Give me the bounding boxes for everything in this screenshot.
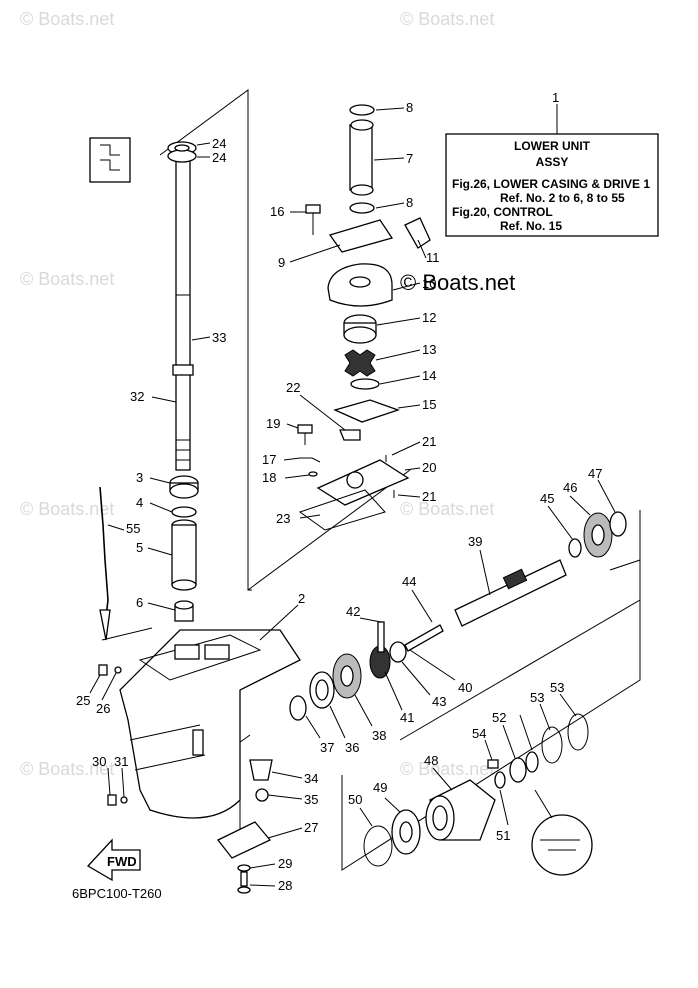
center-watermark: © Boats.net — [400, 270, 515, 295]
callout-17: 17 — [262, 452, 276, 467]
callout-30: 30 — [92, 754, 106, 769]
callout-12: 12 — [422, 310, 436, 325]
callout-38: 38 — [372, 728, 386, 743]
callout-42: 42 — [346, 604, 360, 619]
callout-43: 43 — [432, 694, 446, 709]
callout-34: 34 — [304, 771, 318, 786]
callout-15: 15 — [422, 397, 436, 412]
callout-13: 13 — [422, 342, 436, 357]
callout-labels: 8 7 8 16 9 11 10 12 13 14 15 22 19 17 18… — [76, 100, 602, 893]
callout-33: 33 — [212, 330, 226, 345]
upper-pump-parts — [305, 204, 431, 253]
propeller-shaft — [404, 559, 567, 652]
callout-40: 40 — [458, 680, 472, 695]
watermark-5: © Boats.net — [400, 499, 494, 519]
callout-52a: 52 — [492, 710, 506, 725]
watermark-7: © Boats.net — [400, 759, 494, 779]
info-box-line1: Fig.26, LOWER CASING & DRIVE 1 — [452, 177, 650, 191]
info-box-subtitle: ASSY — [536, 155, 569, 169]
callout-53a: 53 — [530, 690, 544, 705]
drive-shaft — [172, 159, 194, 471]
drain-plugs — [98, 664, 128, 806]
gear-train — [289, 621, 407, 721]
callout-21a: 21 — [422, 434, 436, 449]
callout-24b: 24 — [212, 150, 226, 165]
outer-plate — [298, 455, 410, 531]
callout-29: 29 — [278, 856, 292, 871]
callout-18: 18 — [262, 470, 276, 485]
fwd-label: FWD — [107, 854, 137, 869]
shaft-bearings — [169, 475, 199, 622]
callout-37: 37 — [320, 740, 334, 755]
forward-gear — [568, 511, 627, 558]
callout-25: 25 — [76, 693, 90, 708]
callout-55: 55 — [126, 521, 140, 536]
callout-45: 45 — [540, 491, 554, 506]
callout-27: 27 — [304, 820, 318, 835]
callout-53b: 53 — [550, 680, 564, 695]
watermark-3: © Boats.net — [20, 269, 114, 289]
callout-47: 47 — [588, 466, 602, 481]
callout-5: 5 — [136, 540, 143, 555]
watermarks: © Boats.net © Boats.net © Boats.net © Bo… — [20, 9, 515, 779]
callout-50: 50 — [348, 792, 362, 807]
watermark-4: © Boats.net — [20, 499, 114, 519]
callout-21b: 21 — [422, 489, 436, 504]
callout-41: 41 — [400, 710, 414, 725]
callout-11: 11 — [426, 250, 440, 265]
watermark-6: © Boats.net — [20, 759, 114, 779]
callout-49: 49 — [373, 780, 387, 795]
anode — [216, 821, 272, 894]
info-box-line3: Fig.20, CONTROL — [452, 205, 553, 219]
pinion — [249, 759, 273, 802]
callout-10: 10 — [422, 276, 436, 291]
callout-35: 35 — [304, 792, 318, 807]
watermark-2: © Boats.net — [400, 9, 494, 29]
callout-14: 14 — [422, 368, 436, 383]
callout-4: 4 — [136, 495, 143, 510]
callout-36: 36 — [345, 740, 359, 755]
callout-9: 9 — [278, 255, 285, 270]
callout-31: 31 — [114, 754, 128, 769]
info-box-title: LOWER UNIT — [514, 139, 591, 153]
shift-rod — [99, 486, 111, 641]
info-box-ref: 1 — [552, 90, 559, 105]
callout-6: 6 — [136, 595, 143, 610]
callout-7: 7 — [406, 151, 413, 166]
water-pump — [327, 263, 400, 441]
callout-19: 19 — [266, 416, 280, 431]
callout-20: 20 — [422, 460, 436, 475]
callout-39: 39 — [468, 534, 482, 549]
fwd-arrow: FWD — [86, 838, 141, 882]
callout-23: 23 — [276, 511, 290, 526]
seal-24 — [89, 137, 197, 183]
callout-28: 28 — [278, 878, 292, 893]
callout-51: 51 — [496, 828, 510, 843]
callout-26: 26 — [96, 701, 110, 716]
leader-lines — [89, 107, 616, 887]
watermark-1: © Boats.net — [20, 9, 114, 29]
callout-16: 16 — [270, 204, 284, 219]
callout-32: 32 — [130, 389, 144, 404]
callout-54: 54 — [472, 726, 486, 741]
bearing-housing — [363, 713, 593, 876]
callout-3: 3 — [136, 470, 143, 485]
callout-8b: 8 — [406, 195, 413, 210]
callout-44: 44 — [402, 574, 416, 589]
diagram-code: 6BPC100-T260 — [72, 886, 162, 901]
water-tube — [349, 104, 375, 214]
callout-22: 22 — [286, 380, 300, 395]
info-box-line2: Ref. No. 2 to 6, 8 to 55 — [500, 191, 625, 205]
callout-2: 2 — [298, 591, 305, 606]
callout-46: 46 — [563, 480, 577, 495]
callout-48: 48 — [424, 753, 438, 768]
pump-fasteners — [297, 424, 321, 477]
info-box: 1 LOWER UNIT ASSY Fig.26, LOWER CASING &… — [445, 90, 659, 237]
callout-8a: 8 — [406, 100, 413, 115]
lower-casing — [119, 629, 301, 819]
info-box-line4: Ref. No. 15 — [500, 219, 562, 233]
callout-24a: 24 — [212, 136, 226, 151]
